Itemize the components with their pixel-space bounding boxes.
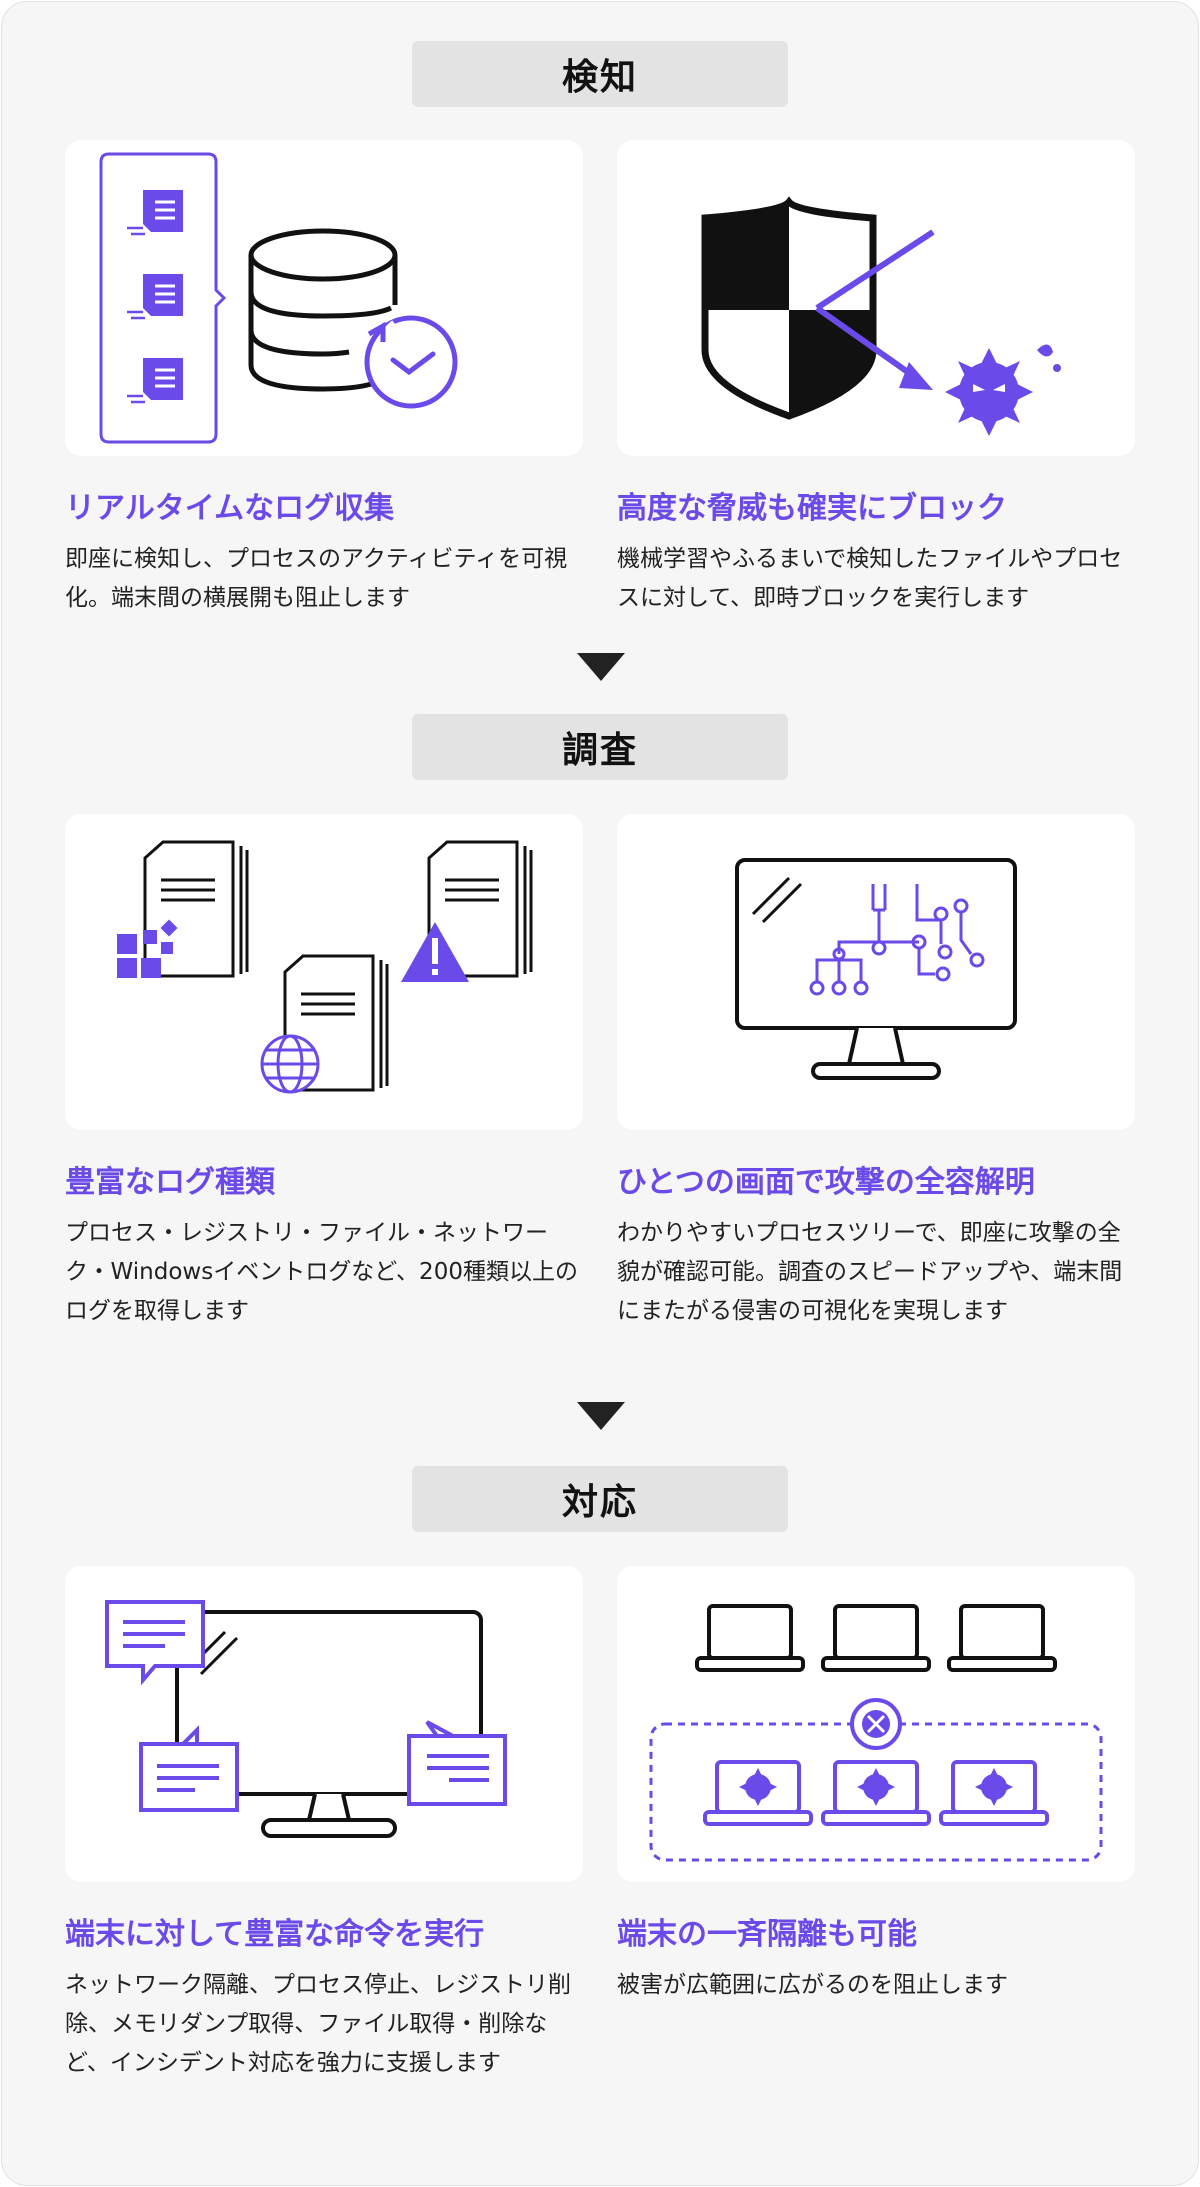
card-realtime-log: リアルタイムなログ収集 即座に検知し、プロセスのアクティビティを可視化。端末間の… bbox=[65, 140, 583, 618]
card-description: プロセス・レジストリ・ファイル・ネットワーク・Windowsイベントログなど、2… bbox=[65, 1220, 578, 1324]
card-title: 高度な脅威も確実にブロック bbox=[617, 491, 1007, 526]
card-description: わかりやすいプロセスツリーで、即座に攻撃の全貌が確認可能。調査のスピードアップや… bbox=[617, 1220, 1123, 1324]
card-title: ひとつの画面で攻撃の全容解明 bbox=[617, 1165, 1035, 1200]
stage-label-investigation: 調査 bbox=[412, 714, 788, 780]
card-title: 豊富なログ種類 bbox=[65, 1165, 275, 1200]
log-collection-icon bbox=[99, 152, 458, 444]
flow-arrow-down-icon bbox=[577, 653, 625, 681]
card-bulk-isolation: 端末の一斉隔離も可能 被害が広範囲に広がるのを阻止します bbox=[617, 1566, 1135, 2005]
card-description: ネットワーク隔離、プロセス停止、レジストリ削除、メモリダンプ取得、ファイル取得・… bbox=[65, 1972, 571, 2076]
stage-label-detection: 検知 bbox=[412, 41, 788, 107]
illustration-bulk-isolation bbox=[617, 1566, 1135, 1882]
card-threat-block: 高度な脅威も確実にブロック 機械学習やふるまいで検知したファイルやプロセスに対し… bbox=[617, 140, 1135, 618]
log-types-icon bbox=[117, 840, 533, 1094]
illustration-shield bbox=[617, 140, 1135, 456]
card-log-types: 豊富なログ種類 プロセス・レジストリ・ファイル・ネットワーク・Windowsイベ… bbox=[65, 814, 583, 1331]
flow-arrow-down-icon bbox=[577, 1402, 625, 1430]
stage-label-response: 対応 bbox=[412, 1466, 788, 1532]
card-remote-commands: 端末に対して豊富な命令を実行 ネットワーク隔離、プロセス停止、レジストリ削除、メ… bbox=[65, 1566, 583, 2083]
card-description: 機械学習やふるまいで検知したファイルやプロセスに対して、即時ブロックを実行します bbox=[617, 546, 1123, 611]
card-title: リアルタイムなログ収集 bbox=[65, 491, 395, 526]
illustration-log-collection bbox=[65, 140, 583, 456]
bulk-isolation-icon bbox=[649, 1604, 1103, 1862]
shield-block-icon bbox=[701, 196, 1061, 436]
illustration-remote-commands bbox=[65, 1566, 583, 1882]
process-tree-monitor-icon bbox=[735, 858, 1017, 1080]
card-title: 端末に対して豊富な命令を実行 bbox=[65, 1917, 485, 1952]
illustration-process-tree bbox=[617, 814, 1135, 1130]
card-description: 即座に検知し、プロセスのアクティビティを可視化。端末間の横展開も阻止します bbox=[65, 546, 568, 611]
illustration-log-types bbox=[65, 814, 583, 1130]
card-process-tree: ひとつの画面で攻撃の全容解明 わかりやすいプロセスツリーで、即座に攻撃の全貌が確… bbox=[617, 814, 1135, 1331]
remote-command-icon bbox=[105, 1600, 507, 1838]
card-title: 端末の一斉隔離も可能 bbox=[617, 1917, 917, 1952]
card-description: 被害が広範囲に広がるのを阻止します bbox=[617, 1972, 1008, 1998]
